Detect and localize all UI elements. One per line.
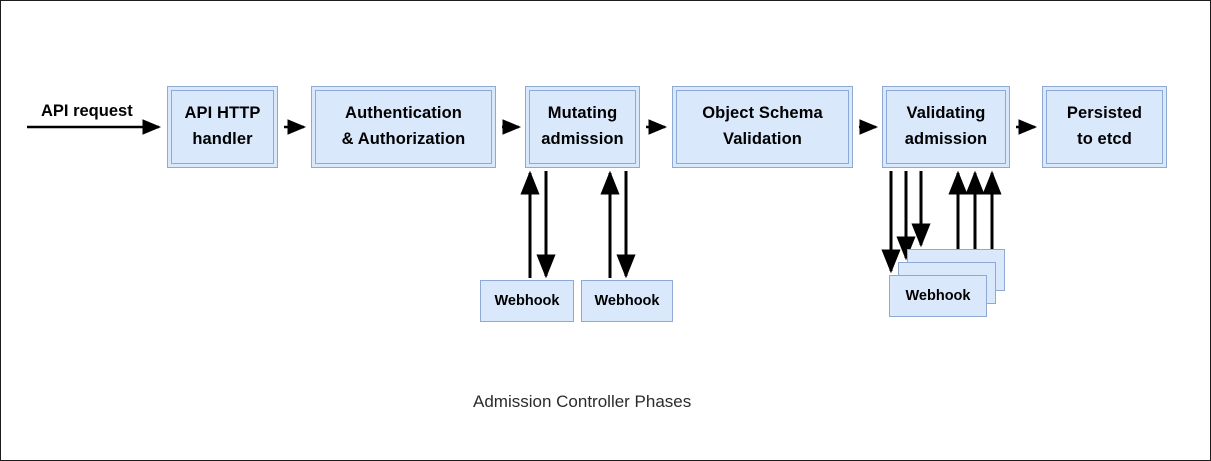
phase-label-line1: API HTTP: [184, 104, 261, 123]
phase-box-inner: Object Schema Validation: [676, 90, 849, 164]
phase-label-line2: to etcd: [1077, 130, 1132, 148]
phase-box-inner: Mutating admission: [529, 90, 636, 164]
phase-box-api-http-handler[interactable]: API HTTP handler: [167, 86, 278, 168]
phase-label-line1: Object Schema: [702, 104, 823, 123]
phase-box-persisted-to-etcd[interactable]: Persisted to etcd: [1042, 86, 1167, 168]
webhook-box-mutating-1[interactable]: Webhook: [480, 280, 574, 322]
phase-box-mutating-admission[interactable]: Mutating admission: [525, 86, 640, 168]
phase-label-line1: Authentication: [345, 104, 462, 123]
webhook-label: Webhook: [494, 293, 560, 309]
phase-label-line1: Persisted: [1066, 104, 1143, 123]
webhook-box-mutating-2[interactable]: Webhook: [581, 280, 673, 322]
phase-label-line2: Validation: [723, 130, 802, 148]
phase-label-line1: Validating: [906, 104, 986, 123]
phase-label-line2: handler: [192, 130, 253, 148]
phase-box-inner: API HTTP handler: [171, 90, 274, 164]
webhook-label: Webhook: [905, 288, 971, 304]
phase-box-inner: Persisted to etcd: [1046, 90, 1163, 164]
phase-box-inner: Authentication & Authorization: [315, 90, 492, 164]
phase-label-line1: Mutating: [547, 104, 618, 123]
phase-label-line2: admission: [904, 130, 988, 148]
diagram-caption: Admission Controller Phases: [473, 392, 692, 411]
phase-label-line2: & Authorization: [341, 130, 466, 148]
phase-label-line2: admission: [541, 130, 624, 148]
webhook-box-validating-1-front[interactable]: Webhook: [889, 275, 987, 317]
api-request-label: API request: [41, 102, 133, 120]
phase-box-authentication-authorization[interactable]: Authentication & Authorization: [311, 86, 496, 168]
phase-box-validating-admission[interactable]: Validating admission: [882, 86, 1010, 168]
webhook-label: Webhook: [594, 293, 660, 309]
phase-box-inner: Validating admission: [886, 90, 1006, 164]
phase-box-object-schema-validation[interactable]: Object Schema Validation: [672, 86, 853, 168]
